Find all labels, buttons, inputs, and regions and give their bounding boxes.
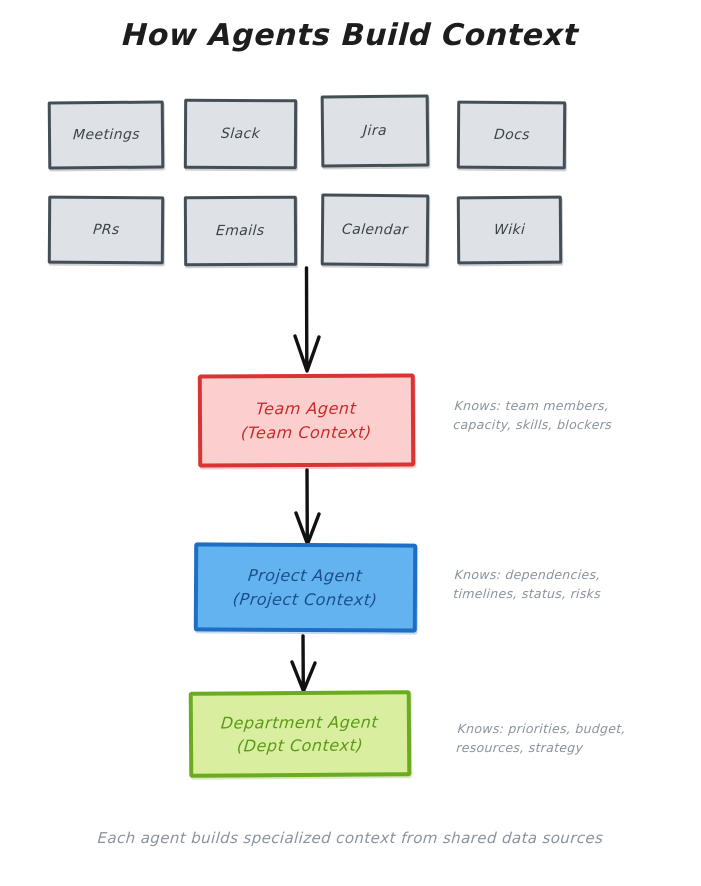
agent-name: Project Agent [247,566,364,586]
agent-box-project[interactable]: Project Agent (Project Context) [193,542,418,633]
source-box-label: Wiki [493,221,526,239]
source-box-label: Jira [362,122,388,140]
agent-context: (Dept Context) [236,735,364,756]
source-box-slack[interactable]: Slack [183,98,298,170]
arrow-project-to-dept [290,634,317,693]
arrow-sources-to-team [293,266,321,373]
source-box-label: Meetings [72,126,140,144]
agent-box-team[interactable]: Team Agent (Team Context) [197,373,416,468]
source-box-wiki[interactable]: Wiki [456,195,563,265]
agent-name: Team Agent [255,399,358,419]
source-box-label: Docs [492,126,531,144]
agent-box-dept[interactable]: Department Agent (Dept Context) [188,690,412,778]
annotation-line: Knows: dependencies, [454,567,602,582]
source-box-emails[interactable]: Emails [183,195,298,267]
source-box-meetings[interactable]: Meetings [47,100,165,170]
annotation-line: capacity, skills, blockers [452,417,613,433]
annotation-line: timelines, status, risks [452,586,602,602]
arrow-team-to-project [294,468,321,546]
source-box-calendar[interactable]: Calendar [320,193,430,267]
page-title: How Agents Build Context [121,18,580,53]
source-box-prs[interactable]: PRs [47,195,165,265]
annotation-team: Knows: team members, capacity, skills, b… [453,396,614,435]
annotation-line: Knows: team members, [454,398,610,413]
annotation-line: Knows: priorities, budget, [457,721,627,736]
source-box-label: Slack [220,125,261,143]
agent-context: (Project Context) [232,589,379,609]
source-box-docs[interactable]: Docs [456,100,567,170]
annotation-line: resources, strategy [455,740,584,756]
annotation-project: Knows: dependencies, timelines, status, … [453,565,603,604]
source-box-jira[interactable]: Jira [320,94,430,168]
source-box-label: PRs [92,221,120,239]
source-box-label: Emails [215,222,266,240]
source-box-label: Calendar [341,221,409,239]
agent-name: Department Agent [220,712,380,733]
annotation-dept: Knows: priorities, budget, resources, st… [456,719,627,758]
agent-context: (Team Context) [240,422,373,442]
footer-caption: Each agent builds specialized context fr… [96,829,605,847]
